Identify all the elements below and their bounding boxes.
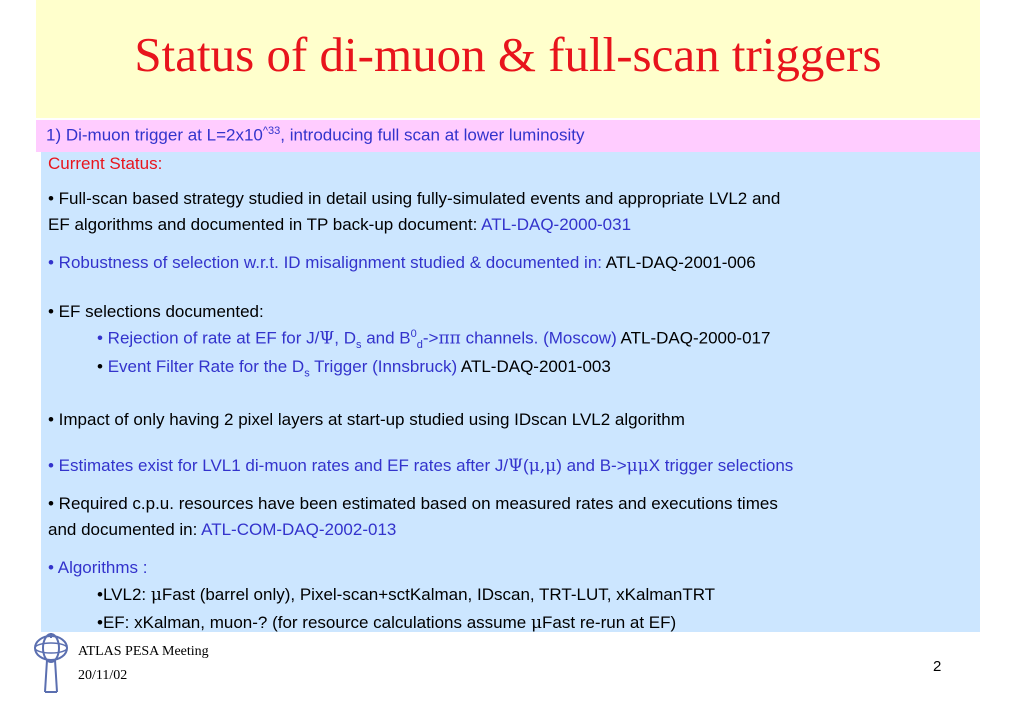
sub-bullet-ef: •EF: xKalman, muon-? (for resource calcu… <box>97 613 676 633</box>
mu-symbol: μ <box>530 613 543 633</box>
content-box: Current Status: • Full-scan based strate… <box>41 152 980 633</box>
sub-bullet-rejection: • Rejection of rate at EF for J/Ψ, Ds an… <box>97 328 770 351</box>
page-number: 2 <box>933 658 942 675</box>
bullet-estimates-text-c: ) and B-> <box>556 456 627 475</box>
sub-bullet-rejection-text-e: channels. (Moscow) <box>460 328 621 348</box>
ref-atl-daq-2001-003: ATL-DAQ-2001-003 <box>460 357 611 376</box>
bullet-robustness-text: • Robustness of selection w.r.t. ID misa… <box>48 253 606 272</box>
ef-label: •EF: xKalman, muon-? (for resource calcu… <box>97 613 531 632</box>
sub-bullet-rejection-text-d: -> <box>422 328 439 348</box>
bullet-estimates: • Estimates exist for LVL1 di-muon rates… <box>48 456 793 476</box>
sub-bullet-rejection-text-b: , D <box>334 328 356 348</box>
subscript-s: s <box>304 367 310 380</box>
subscript-s: s <box>355 339 362 352</box>
ref-atl-daq-2001-006: ATL-DAQ-2001-006 <box>605 253 756 272</box>
ref-atl-daq-2000-031: ATL-DAQ-2000-031 <box>481 215 632 234</box>
superscript-0: 0 <box>410 328 417 340</box>
mu-symbol: μ <box>150 585 162 605</box>
lvl2-label: •LVL2: <box>97 585 151 604</box>
bullet-pixel-layers: • Impact of only having 2 pixel layers a… <box>48 410 685 429</box>
bullet-estimates-text-d: X trigger selections <box>648 456 794 475</box>
bullet-cpu-text: and documented in: <box>48 520 202 539</box>
footer-date: 20/11/02 <box>78 668 128 683</box>
subtitle-band: 1) Di-muon trigger at L=2x10^33, introdu… <box>36 120 980 152</box>
bullet-robustness: • Robustness of selection w.r.t. ID misa… <box>48 253 756 273</box>
bullet-full-scan-line2: EF algorithms and documented in TP back-… <box>48 215 631 235</box>
sub-bullet-event-filter-rate: • Event Filter Rate for the Ds Trigger (… <box>97 357 611 379</box>
ef-algorithms: Fast re-run at EF) <box>542 613 677 632</box>
sub-bullet-rejection-text-a: • Rejection of rate at EF for J/ <box>97 328 320 348</box>
mu-mu-symbol: μμ <box>626 456 649 476</box>
bullet-estimates-text-b: ( <box>523 456 529 475</box>
subtitle-post: , introducing full scan at lower luminos… <box>280 125 585 145</box>
bullet-full-scan-line1: • Full-scan based strategy studied in de… <box>48 189 781 208</box>
footer-meeting: ATLAS PESA Meeting <box>78 644 209 659</box>
ref-atl-com-daq-2002-013: ATL-COM-DAQ-2002-013 <box>201 520 397 539</box>
sub-bullet-rejection-text-c: and B <box>361 328 411 348</box>
bullet-ef-selections: • EF selections documented: <box>48 302 264 321</box>
lvl2-algorithms: Fast (barrel only), Pixel-scan+sctKalman… <box>161 585 716 604</box>
sub-bullet-marker: • <box>97 357 108 376</box>
mu-mu-symbol: μ,μ <box>528 456 557 476</box>
ref-atl-daq-2000-017: ATL-DAQ-2000-017 <box>620 328 771 348</box>
current-status-label: Current Status: <box>48 154 163 173</box>
sub-bullet-ef-rate-text-b: Trigger (Innsbruck) <box>309 357 461 376</box>
subscript-d: d <box>416 339 423 352</box>
sub-bullet-lvl2: •LVL2: μFast (barrel only), Pixel-scan+s… <box>97 585 715 605</box>
bullet-full-scan-text: EF algorithms and documented in TP back-… <box>48 215 482 234</box>
pi-pi-symbol: ππ <box>438 328 461 349</box>
atlas-logo-icon <box>34 633 68 693</box>
sub-bullet-ef-rate-text-a: Event Filter Rate for the D <box>107 357 305 376</box>
subtitle-exponent: ^33 <box>262 125 281 137</box>
subtitle-pre: 1) Di-muon trigger at L=2x10 <box>46 125 263 145</box>
bullet-estimates-text-a: • Estimates exist for LVL1 di-muon rates… <box>48 456 509 475</box>
subtitle-text: 1) Di-muon trigger at L=2x10^33, introdu… <box>46 125 585 146</box>
title-band: Status of di-muon & full-scan triggers <box>36 0 980 118</box>
bullet-cpu-line1: • Required c.p.u. resources have been es… <box>48 494 778 513</box>
bullet-algorithms: • Algorithms : <box>48 558 148 577</box>
slide-title: Status of di-muon & full-scan triggers <box>134 27 882 82</box>
psi-symbol: Ψ <box>508 456 524 476</box>
psi-symbol: Ψ <box>319 328 335 349</box>
bullet-cpu-line2: and documented in: ATL-COM-DAQ-2002-013 <box>48 520 396 540</box>
